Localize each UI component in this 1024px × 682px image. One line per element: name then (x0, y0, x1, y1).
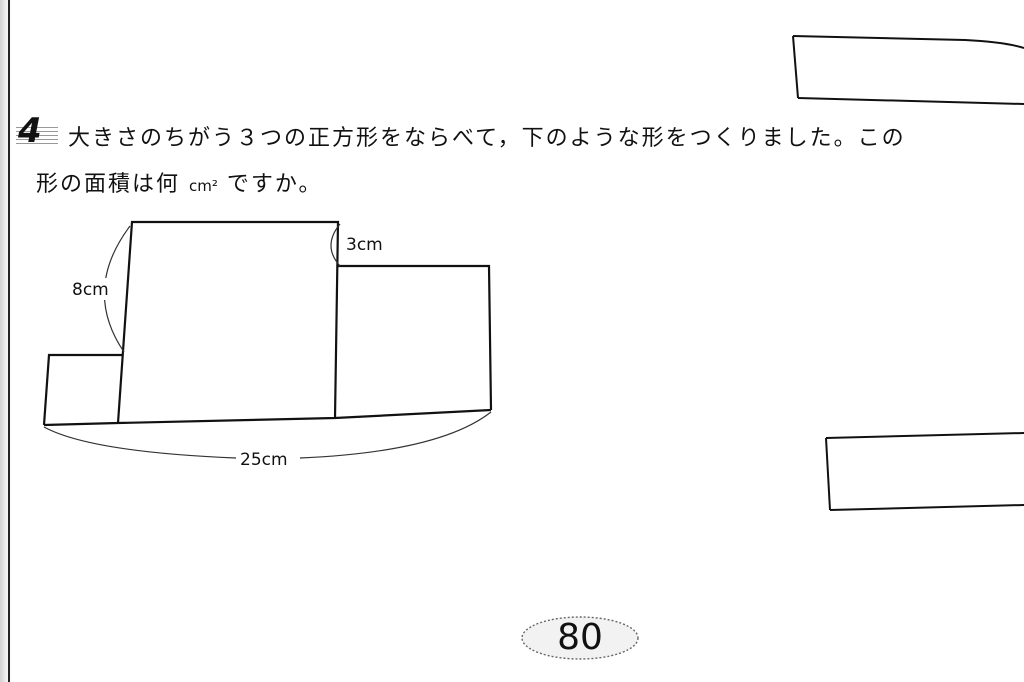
dimension-arc-total-left (43, 426, 237, 459)
label-side-length: 8cm (72, 280, 109, 300)
figure-baseline (43, 408, 492, 427)
problem-number-shading (16, 124, 58, 144)
question-unit: cm² (189, 177, 218, 195)
large-square (116, 220, 340, 424)
label-total-length: 25cm (240, 450, 288, 470)
label-side-bg (70, 278, 116, 300)
page-number: 80 (557, 617, 603, 658)
question-line-2: 形の面積は何 cm² ですか。 (36, 162, 1024, 209)
label-step-length: 3cm (346, 235, 383, 255)
small-square (42, 353, 122, 426)
question-line-2-end: ですか。 (226, 172, 323, 197)
answer-box-bottom (825, 432, 1024, 511)
question-text: 大きさのちがう３つの正方形をならべて，下のような形をつくりました。この 形の面積… (36, 116, 1024, 209)
problem-number: 4 (18, 111, 42, 151)
page-spine-line (8, 0, 10, 682)
page-number-ellipse (521, 616, 639, 660)
question-line-1: 大きさのちがう３つの正方形をならべて，下のような形をつくりました。この (68, 126, 906, 151)
medium-square (338, 264, 493, 411)
question-line-2-start: 形の面積は何 (36, 172, 181, 197)
dimension-arc-step (330, 223, 341, 267)
answer-box-top (792, 35, 1024, 105)
page-binding-edge (0, 0, 14, 682)
page-number-badge: 80 (520, 614, 640, 662)
dimension-arc-total-right (299, 411, 492, 459)
